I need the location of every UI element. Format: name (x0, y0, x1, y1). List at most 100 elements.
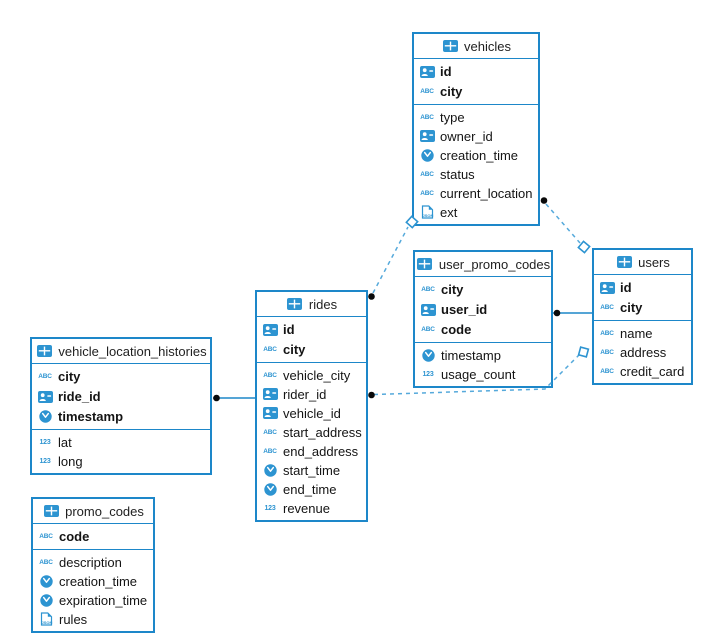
relation-user-promo-codes-users[interactable] (553, 309, 594, 317)
column-row[interactable]: ABC current_location (414, 184, 538, 203)
column-name: timestamp (58, 409, 124, 424)
column-name: credit_card (620, 363, 685, 379)
text-icon: ABC (418, 190, 436, 197)
column-row[interactable]: vehicle_id (257, 404, 366, 423)
column-name: usage_count (441, 366, 516, 382)
column-row[interactable]: 123 lat (32, 433, 210, 452)
text-icon-glyph: ABC (39, 533, 53, 540)
column-name: type (440, 109, 465, 125)
table-vehicles[interactable]: vehicles id ABC city ABC type owner_id c… (412, 32, 540, 226)
column-row[interactable]: ABC city (32, 367, 210, 387)
column-name: owner_id (440, 128, 493, 144)
column-row[interactable]: JSON ext (414, 203, 538, 222)
column-row[interactable]: 123 long (32, 452, 210, 471)
text-icon-glyph: ABC (263, 346, 277, 353)
column-name: vehicle_city (283, 367, 351, 383)
column-row[interactable]: ABC start_address (257, 423, 366, 442)
column-row[interactable]: ABC description (33, 553, 153, 572)
columns-section: ABC type owner_id creation_time ABC stat… (414, 104, 538, 224)
text-icon: ABC (36, 373, 54, 380)
timestamp-icon (36, 410, 54, 423)
column-row[interactable]: id (414, 62, 538, 82)
column-row[interactable]: timestamp (32, 407, 210, 427)
column-row[interactable]: rider_id (257, 385, 366, 404)
table-users[interactable]: users id ABC city ABC name ABC address A… (592, 248, 693, 385)
timestamp-icon (37, 593, 55, 607)
table-title: vehicles (464, 38, 511, 54)
column-row[interactable]: end_time (257, 480, 366, 499)
columns-section: timestamp 123 usage_count (415, 342, 551, 386)
column-row[interactable]: ABC name (594, 324, 691, 343)
column-row[interactable]: ABC city (415, 280, 551, 300)
column-row[interactable]: ABC city (257, 340, 366, 360)
text-icon: ABC (598, 368, 616, 375)
column-name: description (59, 554, 122, 570)
column-row[interactable]: timestamp (415, 346, 551, 365)
column-row[interactable]: JSON rules (33, 610, 153, 629)
pk-section: ABC city ride_id timestamp (32, 364, 210, 429)
columns-section: ABC vehicle_city rider_id vehicle_id ABC… (257, 362, 366, 520)
column-name: end_address (283, 443, 359, 459)
column-row[interactable]: 123 usage_count (415, 365, 551, 384)
column-row[interactable]: start_time (257, 461, 366, 480)
table-vehicle-location-histories[interactable]: vehicle_location_histories ABC city ride… (30, 337, 212, 475)
table-user-promo-codes-header[interactable]: user_promo_codes (415, 252, 551, 277)
column-row[interactable]: ABC city (594, 298, 691, 318)
column-row[interactable]: id (257, 320, 366, 340)
table-promo-codes-header[interactable]: promo_codes (33, 499, 153, 524)
number-icon-glyph: 123 (264, 504, 276, 512)
column-row[interactable]: ABC city (414, 82, 538, 102)
relation-vehicle-location-histories-rides[interactable] (213, 394, 257, 402)
number-icon: 123 (36, 439, 54, 446)
text-icon-glyph: ABC (420, 170, 434, 178)
text-icon: ABC (598, 330, 616, 337)
column-name: code (59, 529, 90, 544)
column-row[interactable]: ABC type (414, 108, 538, 127)
text-icon-glyph: ABC (263, 371, 277, 379)
column-row[interactable]: ABC code (415, 320, 551, 340)
column-row[interactable]: expiration_time (33, 591, 153, 610)
column-row[interactable]: ride_id (32, 387, 210, 407)
table-user-promo-codes[interactable]: user_promo_codes ABC city user_id ABC co… (413, 250, 553, 388)
text-icon: ABC (37, 559, 55, 566)
column-row[interactable]: ABC vehicle_city (257, 366, 366, 385)
table-users-header[interactable]: users (594, 250, 691, 275)
column-row[interactable]: ABC code (33, 527, 153, 547)
text-icon: ABC (418, 88, 436, 95)
table-vehicle-location-histories-header[interactable]: vehicle_location_histories (32, 339, 210, 364)
column-row[interactable]: ABC credit_card (594, 362, 691, 381)
column-row[interactable]: creation_time (33, 572, 153, 591)
table-vehicles-header[interactable]: vehicles (414, 34, 538, 59)
column-name: creation_time (440, 147, 519, 163)
pk-section: ABC code (33, 524, 153, 549)
column-row[interactable]: 123 revenue (257, 499, 366, 518)
column-row[interactable]: ABC end_address (257, 442, 366, 461)
column-row[interactable]: ABC address (594, 343, 691, 362)
relation-rides-vehicles[interactable] (368, 215, 419, 300)
number-icon-glyph: 123 (39, 438, 51, 446)
uuid-icon (261, 388, 279, 400)
timestamp-icon (419, 348, 437, 362)
text-icon: ABC (419, 286, 437, 293)
column-row[interactable]: id (594, 278, 691, 298)
pk-section: id ABC city (257, 317, 366, 362)
column-row[interactable]: user_id (415, 300, 551, 320)
text-icon: ABC (419, 326, 437, 333)
column-row[interactable]: creation_time (414, 146, 538, 165)
table-rides[interactable]: rides id ABC city ABC vehicle_city rider… (255, 290, 368, 522)
table-rides-header[interactable]: rides (257, 292, 366, 317)
svg-text:JSON: JSON (41, 620, 52, 625)
column-name: ride_id (58, 389, 101, 404)
text-icon-glyph: ABC (600, 367, 614, 375)
column-row[interactable]: owner_id (414, 127, 538, 146)
table-icon (416, 258, 434, 270)
relation-vehicles-users[interactable] (540, 197, 591, 254)
column-row[interactable]: ABC status (414, 165, 538, 184)
table-promo-codes[interactable]: promo_codes ABC code ABC description cre… (31, 497, 155, 633)
text-icon: ABC (261, 346, 279, 353)
relation-endpoint-square (577, 240, 591, 254)
text-icon: ABC (261, 429, 279, 436)
column-name: current_location (440, 185, 533, 201)
text-icon: ABC (598, 349, 616, 356)
